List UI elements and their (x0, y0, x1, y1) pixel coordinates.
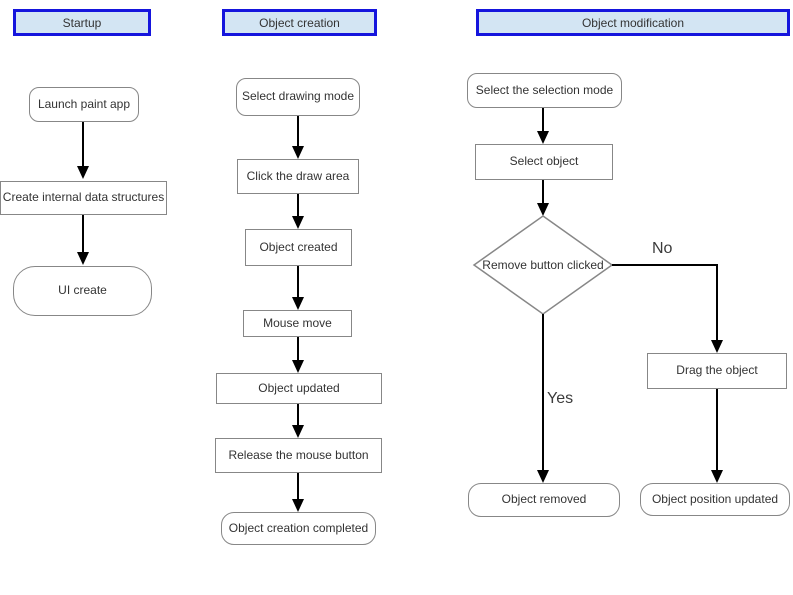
node-mouse-move: Mouse move (243, 310, 352, 337)
arrow-updated-to-release (292, 404, 304, 438)
node-select-drawing-mode: Select drawing mode (236, 78, 360, 116)
node-select-object: Select object (475, 144, 613, 180)
node-object-created: Object created (245, 229, 352, 266)
node-launch-paint-app: Launch paint app (29, 87, 139, 122)
node-select-the-selection-mode: Select the selection mode (467, 73, 622, 108)
node-drag-the-object: Drag the object (647, 353, 787, 389)
node-object-position-updated: Object position updated (640, 483, 790, 516)
arrow-selobject-to-decision (537, 180, 549, 216)
arrow-drag-to-positionupdated (711, 389, 723, 483)
node-object-creation-completed: Object creation completed (221, 512, 376, 545)
node-click-the-draw-area: Click the draw area (237, 159, 359, 194)
arrow-created-to-mousemove (292, 266, 304, 310)
arrow-release-to-completed (292, 473, 304, 512)
node-ui-create: UI create (13, 266, 152, 316)
header-startup: Startup (13, 9, 151, 36)
decision-label-remove-button-clicked: Remove button clicked (482, 258, 604, 272)
edge-label-no: No (652, 240, 673, 257)
node-create-internal-data-structures: Create internal data structures (0, 181, 167, 215)
header-object-modification: Object modification (476, 9, 790, 36)
arrow-structures-to-uicreate (77, 215, 89, 265)
arrow-selmode-to-selobject (537, 108, 549, 144)
arrow-no-to-drag (612, 264, 723, 353)
arrow-mousemove-to-updated (292, 337, 304, 373)
arrow-clickarea-to-created (292, 194, 304, 229)
header-object-creation: Object creation (222, 9, 377, 36)
node-object-updated: Object updated (216, 373, 382, 404)
arrow-yes-to-removed (537, 314, 549, 483)
node-object-removed: Object removed (468, 483, 620, 517)
node-release-the-mouse-button: Release the mouse button (215, 438, 382, 473)
edge-label-yes: Yes (547, 390, 574, 407)
arrow-launch-to-structures (77, 122, 89, 179)
arrow-mode-to-clickarea (292, 116, 304, 159)
